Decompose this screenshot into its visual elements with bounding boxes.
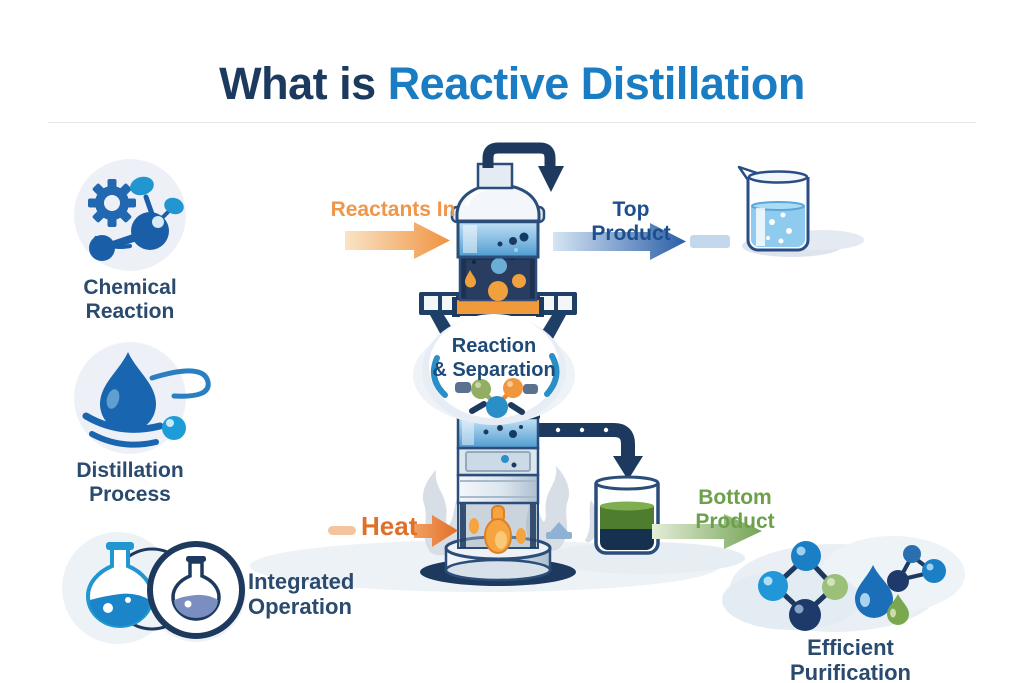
arrow-dash xyxy=(690,235,730,248)
beaker-dark-layer xyxy=(600,528,654,550)
beaker-green-layer xyxy=(600,506,654,529)
reaction-separation-label: Reaction & Separation xyxy=(414,334,574,382)
overhead-pipe xyxy=(482,142,564,192)
feature-line: Process xyxy=(89,482,171,506)
flask-left xyxy=(85,542,155,628)
title-highlight: Reactive Distillation xyxy=(387,58,806,109)
reactants-arrow-icon xyxy=(345,222,450,259)
linked-flasks-icon xyxy=(62,532,246,644)
burner-icon xyxy=(546,522,572,539)
distillation-process-icon xyxy=(74,342,211,454)
reaction-chamber-dark xyxy=(458,254,538,302)
title-prefix: What is xyxy=(219,58,388,109)
bottom-product-label: Bottom Product xyxy=(695,486,775,533)
chemical-reaction-label: Chemical Reaction xyxy=(66,276,194,323)
feature-line: Integrated xyxy=(248,569,355,594)
reaction-separation-bubble xyxy=(413,314,575,425)
heat-arrow-icon xyxy=(414,515,458,547)
flask-right xyxy=(147,541,245,639)
distillation-process-label: Distillation Process xyxy=(56,459,204,506)
feature-line: Chemical xyxy=(83,276,177,299)
heat-label: Heat xyxy=(361,511,418,541)
feature-line: Reaction xyxy=(85,299,175,323)
molecules-droplets-icon xyxy=(758,541,946,631)
down-arrow-icon xyxy=(613,456,643,480)
column-lower-section xyxy=(456,412,540,554)
efficient-purification-label: Efficient Purification xyxy=(789,635,911,683)
bottom-product-arrow-icon xyxy=(652,514,762,549)
top-product-label: Top Product xyxy=(591,198,671,245)
bubble-line-2: & Separation xyxy=(432,359,556,381)
top-product-arrow-icon xyxy=(553,223,686,260)
heat-dash xyxy=(328,526,356,535)
top-product-beaker xyxy=(737,165,810,252)
column-upper-section xyxy=(450,142,564,317)
bottoms-pipe xyxy=(520,423,643,480)
feature-line: Operation xyxy=(248,593,352,619)
inspection-panel xyxy=(456,446,540,477)
flame-in-chamber xyxy=(469,505,526,554)
rectifying-band-blue xyxy=(456,219,540,259)
down-arrow-icon xyxy=(538,166,564,192)
reactants-in-label: Reactants In xyxy=(330,198,456,221)
distillation-column xyxy=(413,142,577,586)
feature-line: Distillation xyxy=(76,459,184,482)
title-divider xyxy=(48,122,976,123)
molecule-diagram xyxy=(455,378,538,418)
bottom-product-beaker xyxy=(594,475,660,555)
page-title: What is Reactive Distillation xyxy=(0,58,1024,110)
bubble-line-1: Reaction xyxy=(451,335,537,357)
swirl-arc-right xyxy=(544,353,560,397)
chemical-reaction-icon xyxy=(74,159,186,271)
flow-arrows xyxy=(328,222,762,549)
integrated-operation-label: Integrated Operation xyxy=(248,569,388,619)
swirl-arc-left xyxy=(430,355,448,398)
